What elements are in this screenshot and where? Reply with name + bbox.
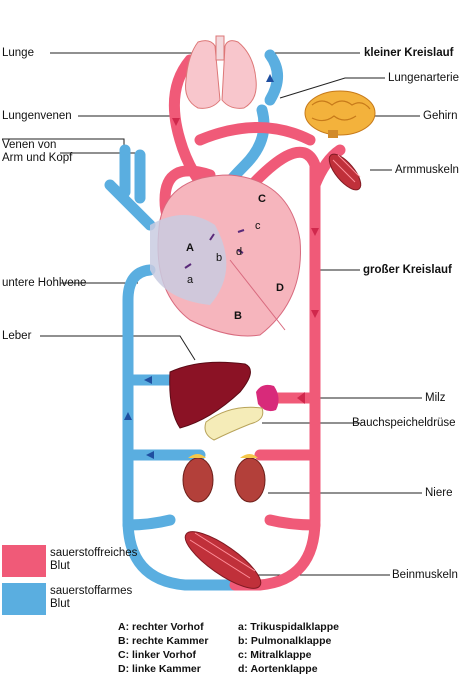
label-lungenvenen: Lungenvenen <box>2 110 72 122</box>
key-d: d: Aortenklappe <box>238 663 318 675</box>
heart-label-c: c <box>255 220 261 232</box>
label-armmuskeln: Armmuskeln <box>395 164 459 176</box>
heart-label-B: B <box>234 310 242 322</box>
key-A: A: rechter Vorhof <box>118 621 204 633</box>
label-venen-arm-kopf: Venen von Arm und Kopf <box>2 139 73 164</box>
key-D: D: linke Kammer <box>118 663 201 675</box>
key-C: C: linker Vorhof <box>118 649 196 661</box>
arrows-arterial <box>172 118 319 404</box>
label-grosser-kreislauf: großer Kreislauf <box>363 264 452 276</box>
lungs <box>185 35 257 109</box>
label-leber: Leber <box>2 330 32 342</box>
label-untere-hohlvene: untere Hohlvene <box>2 277 87 289</box>
legend-label-oxygen-poor: sauerstoffarmes Blut <box>50 585 133 610</box>
label-bauchspeicheldruese: Bauchspeicheldrüse <box>352 417 456 429</box>
arrows-venous <box>124 74 274 459</box>
heart-label-D: D <box>276 282 284 294</box>
pancreas <box>204 406 264 441</box>
key-B: B: rechte Kammer <box>118 635 209 647</box>
leader-leber <box>40 335 196 361</box>
kidneys <box>182 454 266 503</box>
leg-muscle <box>184 531 262 589</box>
legend-swatch-oxygen-rich <box>2 545 46 577</box>
label-niere: Niere <box>425 487 453 499</box>
liver <box>169 361 251 429</box>
legend-swatch-oxygen-poor <box>2 583 46 615</box>
heart-label-b: b <box>216 252 223 264</box>
label-kleiner-kreislauf: kleiner Kreislauf <box>364 47 454 59</box>
key-b: b: Pulmonalklappe <box>238 635 332 647</box>
spleen <box>256 384 279 412</box>
heart-label-a: a <box>187 274 194 286</box>
label-gehirn: Gehirn <box>423 110 458 122</box>
leader-lungenarterie <box>279 77 385 99</box>
heart-label-C: C <box>258 193 266 205</box>
arm-muscle <box>328 153 362 191</box>
legend-label-oxygen-rich: sauerstoffreiches Blut <box>50 547 138 572</box>
label-beinmuskeln: Beinmuskeln <box>392 569 458 581</box>
label-lunge: Lunge <box>2 47 34 59</box>
key-a: a: Trikuspidalklappe <box>238 621 339 633</box>
label-lungenarterie: Lungenarterie <box>388 72 459 84</box>
key-c: c: Mitralklappe <box>238 649 312 661</box>
brain <box>304 90 376 138</box>
label-milz: Milz <box>425 392 446 404</box>
heart-label-A: A <box>186 242 194 254</box>
heart <box>150 174 301 337</box>
heart-label-d: d <box>236 246 243 258</box>
